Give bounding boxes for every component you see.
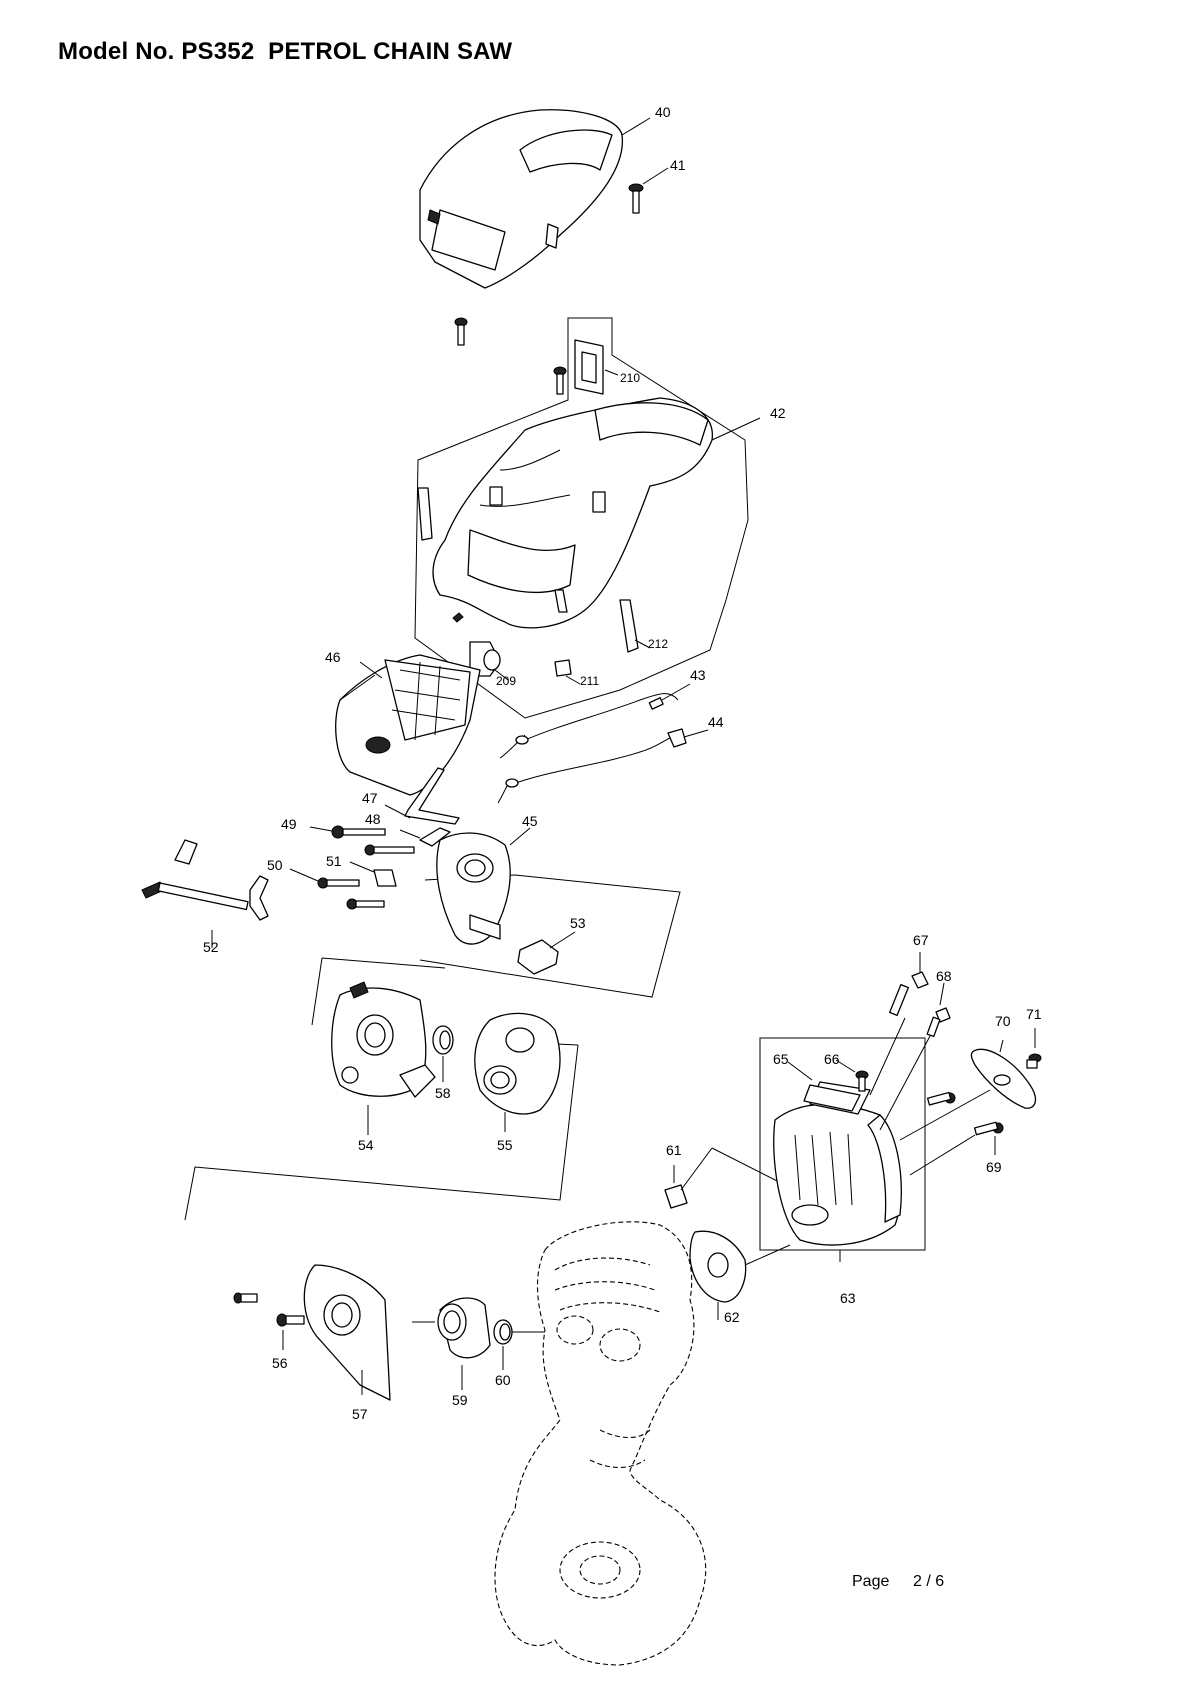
label-67: 67 bbox=[913, 932, 929, 948]
loose-screw-lower bbox=[233, 1292, 258, 1304]
part-43-cable bbox=[499, 683, 691, 759]
part-63-muffler bbox=[773, 1081, 902, 1262]
label-71: 71 bbox=[1026, 1006, 1042, 1022]
label-42: 42 bbox=[770, 405, 786, 421]
part-57-plate bbox=[303, 1264, 391, 1401]
label-57: 57 bbox=[352, 1406, 368, 1422]
part-70-plate bbox=[899, 1039, 1037, 1141]
label-45: 45 bbox=[522, 813, 538, 829]
label-65: 65 bbox=[773, 1051, 789, 1067]
part-50-bolt bbox=[289, 868, 385, 910]
part-61-spacer bbox=[664, 1147, 786, 1209]
part-211-clip bbox=[554, 659, 581, 685]
group-outline-54 bbox=[184, 957, 579, 1221]
part-40-top-cover bbox=[419, 109, 651, 289]
group-outline-63 bbox=[759, 1037, 926, 1251]
part-59-adapter bbox=[412, 1297, 491, 1390]
loose-screw-upper bbox=[454, 317, 468, 346]
part-65-plate bbox=[787, 1061, 861, 1112]
label-61: 61 bbox=[666, 1142, 682, 1158]
part-47-bracket bbox=[384, 767, 460, 825]
loose-screw-210 bbox=[553, 366, 567, 395]
label-44: 44 bbox=[708, 714, 724, 730]
part-number-labels: 40 41 42 43 44 45 46 47 48 49 50 51 52 5… bbox=[203, 104, 1042, 1422]
part-58-ring bbox=[432, 1025, 454, 1082]
label-211: 211 bbox=[580, 674, 599, 688]
label-56: 56 bbox=[272, 1355, 288, 1371]
label-59: 59 bbox=[452, 1392, 468, 1408]
label-58: 58 bbox=[435, 1085, 451, 1101]
part-56-screw bbox=[276, 1313, 305, 1350]
label-60: 60 bbox=[495, 1372, 511, 1388]
page-label: Page bbox=[852, 1573, 890, 1590]
label-52: 52 bbox=[203, 939, 219, 955]
label-210: 210 bbox=[620, 371, 640, 385]
part-55-intake-manifold bbox=[474, 1012, 561, 1132]
label-63: 63 bbox=[840, 1290, 856, 1306]
label-53: 53 bbox=[570, 915, 586, 931]
part-51-nut bbox=[349, 844, 415, 887]
label-69: 69 bbox=[986, 1159, 1002, 1175]
part-41-screw bbox=[628, 167, 669, 214]
group-outline-42 bbox=[414, 317, 749, 719]
part-44-cable bbox=[497, 728, 709, 804]
part-46-air-filter bbox=[335, 654, 481, 796]
part-60-ring bbox=[493, 1319, 545, 1370]
part-68-bolt bbox=[879, 982, 951, 1131]
label-47: 47 bbox=[362, 790, 378, 806]
part-52-throttle-shaft bbox=[141, 839, 269, 948]
label-48: 48 bbox=[365, 811, 381, 827]
label-46: 46 bbox=[325, 649, 341, 665]
page-title: Model No. PS352 PETROL CHAIN SAW bbox=[58, 38, 513, 65]
label-68: 68 bbox=[936, 968, 952, 984]
small-pin bbox=[452, 612, 464, 623]
part-53-clip bbox=[517, 931, 576, 975]
label-55: 55 bbox=[497, 1137, 513, 1153]
label-41: 41 bbox=[670, 157, 686, 173]
label-40: 40 bbox=[655, 104, 671, 120]
part-62-gasket bbox=[689, 1230, 791, 1320]
part-48-bracket bbox=[399, 827, 451, 847]
label-50: 50 bbox=[267, 857, 283, 873]
label-212: 212 bbox=[648, 637, 668, 651]
label-51: 51 bbox=[326, 853, 342, 869]
part-42-housing bbox=[417, 397, 761, 629]
label-66: 66 bbox=[824, 1051, 840, 1067]
part-45-intake bbox=[436, 827, 531, 945]
label-62: 62 bbox=[724, 1309, 740, 1325]
part-212-clip bbox=[619, 599, 651, 653]
part-66-screw bbox=[835, 1059, 869, 1092]
label-209: 209 bbox=[496, 674, 516, 688]
page-number: 2 / 6 bbox=[913, 1573, 945, 1590]
part-67-bolt bbox=[869, 952, 929, 1096]
part-69-bolts bbox=[909, 1091, 1004, 1176]
part-49-bolt bbox=[309, 825, 386, 839]
engine-cylinder-outline bbox=[494, 1221, 707, 1666]
part-71-screw bbox=[1026, 1028, 1042, 1069]
label-54: 54 bbox=[358, 1137, 374, 1153]
part-54-carburetor bbox=[331, 981, 436, 1135]
label-70: 70 bbox=[995, 1013, 1011, 1029]
part-209-fitting bbox=[469, 641, 509, 681]
part-210-clip bbox=[574, 339, 619, 395]
label-43: 43 bbox=[690, 667, 706, 683]
label-49: 49 bbox=[281, 816, 297, 832]
